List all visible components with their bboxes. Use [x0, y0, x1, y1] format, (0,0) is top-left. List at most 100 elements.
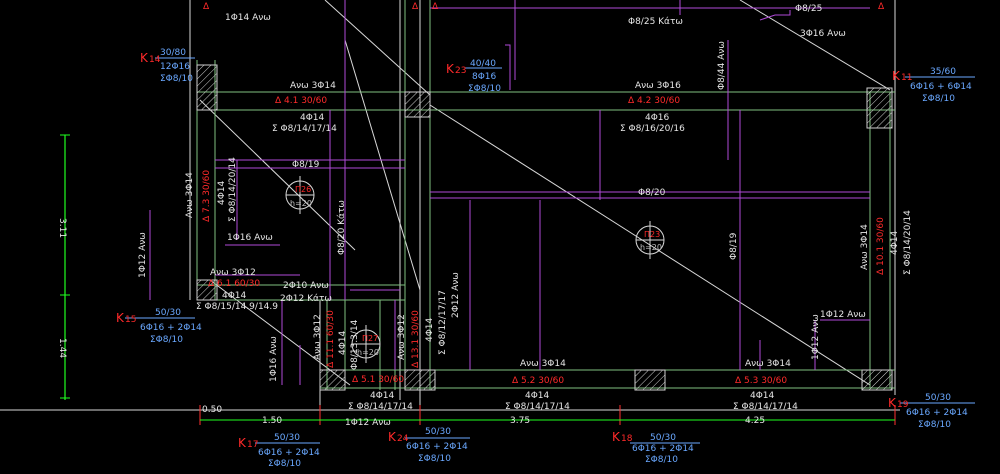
rebar-note: Φ8/44 Ανω: [717, 41, 727, 90]
rebar-note: Φ8/25 Κάτω: [628, 17, 683, 27]
column-number: 18: [621, 434, 633, 444]
beam-stirrups: Σ Φ8/12/17/17: [438, 290, 448, 355]
beam-top-bars: Ανω 3Φ14: [290, 81, 336, 91]
slab-id: Π26: [295, 185, 311, 194]
dimension-ticks: [199, 405, 896, 425]
beam-stirrups: Σ Φ8/14/17/14: [272, 124, 337, 134]
beam-stirrups: Σ Φ8/16/20/16: [620, 124, 685, 134]
column-bars: 12Φ16: [160, 62, 190, 72]
slab-thickness: h=20: [357, 348, 379, 357]
beam-bottom-bars: 4Φ14: [217, 180, 227, 205]
beam-top-bars: Ανω 3Φ14: [185, 172, 195, 218]
beam-id: Δ 6.1 60/30: [208, 279, 260, 289]
beam-label-7-3: Ανω 3Φ14 Δ 7.3 30/60 4Φ14 Σ Φ8/14/20/14: [185, 157, 238, 222]
column-number: 15: [125, 315, 136, 325]
top-mark: Δ: [878, 2, 885, 12]
top-mark: Δ: [412, 2, 419, 12]
column-label-k17: K 17 50/30 6Φ16 + 2Φ14 ΣΦ8/10: [238, 433, 320, 469]
beam-top-bars: Ανω 3Φ14: [745, 359, 791, 369]
rebar-note: 1Φ14 Ανω: [225, 13, 271, 23]
slab-label-p23: Π23 h=20: [640, 230, 662, 252]
rebar-note: Φ8/20 Κάτω: [337, 200, 347, 255]
beam-label-13-1: Ανω 3Φ12 Δ 13.1 30/60 4Φ14 Σ Φ8/12/17/17: [397, 290, 448, 368]
column-stirrups: ΣΦ8/10: [150, 335, 183, 345]
column-stirrups: ΣΦ8/10: [418, 454, 451, 464]
column-label-k24: K 24 50/30 6Φ16 + 2Φ14 ΣΦ8/10: [388, 427, 468, 464]
beam-stirrups: Σ Φ8/14/17/14: [505, 402, 570, 412]
slab-id: Π27: [362, 334, 378, 343]
beam-top-bars: Ανω 3Φ12: [210, 268, 256, 278]
column-number: 24: [397, 434, 409, 444]
column-number: 17: [247, 440, 258, 450]
beam-id: Δ 4.1 30/60: [275, 96, 327, 106]
rebar-note: 2Φ10 Ανω: [283, 281, 329, 291]
beam-label-5-3: Ανω 3Φ14 Δ 5.3 30/60 4Φ14 Σ Φ8/14/17/14: [733, 359, 798, 412]
column-number: 11: [901, 73, 912, 83]
rebar-note: Φ8/19: [729, 232, 739, 260]
column-bars: 6Φ16 + 2Φ14: [258, 448, 320, 458]
rebar-lines: [149, 0, 870, 385]
column-hatches: [196, 64, 893, 391]
column-label-k14: K 14 30/80 12Φ16 ΣΦ8/10: [140, 48, 193, 84]
column-stirrups: ΣΦ8/10: [268, 459, 301, 469]
rebar-note: 3Φ16 Ανω: [800, 29, 846, 39]
column-bars: 6Φ16 + 2Φ14: [906, 408, 968, 418]
column-number: 14: [149, 55, 161, 65]
column-size: 50/30: [650, 433, 676, 443]
beam-bottom-bars: 4Φ14: [338, 330, 348, 355]
slab-thickness: h=20: [640, 243, 662, 252]
beam-label-4-2: Ανω 3Φ16 Δ 4.2 30/60 4Φ16 Σ Φ8/16/20/16: [620, 81, 685, 134]
beam-label-4-1: Ανω 3Φ14 Δ 4.1 30/60 4Φ14 Σ Φ8/14/17/14: [272, 81, 337, 134]
column-label-k15: K 15 50/30 6Φ16 + 2Φ14 ΣΦ8/10: [116, 308, 202, 345]
beam-label-11-1: Ανω 3Φ12 Δ 11.1 60/30 4Φ14: [313, 310, 348, 368]
beam-stirrups: Σ Φ8/14/20/14: [228, 157, 238, 222]
beam-bottom-bars: 4Φ14: [525, 391, 550, 401]
column-label-k23: K 23 40/40 8Φ16 ΣΦ8/10: [446, 59, 501, 94]
column-size: 50/30: [155, 308, 181, 318]
column-tag: K: [892, 69, 901, 83]
column-tag: K: [140, 51, 149, 65]
column-label-k11: K 11 35/60 6Φ16 + 6Φ14 ΣΦ8/10: [892, 67, 972, 104]
column-size: 50/30: [425, 427, 451, 437]
beam-id: Δ 10.1 30/60: [876, 217, 886, 275]
dimension-value: 0.50: [202, 405, 222, 415]
slab-label-p27: Π27 h=20: [357, 334, 379, 357]
rebar-note: 1Φ12 Ανω: [345, 418, 391, 428]
beam-bottom-bars: 4Φ14: [300, 113, 325, 123]
column-bars: 6Φ16 + 2Φ14: [406, 442, 468, 452]
beam-top-bars: Ανω 3Φ12: [397, 314, 407, 360]
column-stirrups: ΣΦ8/10: [918, 420, 951, 430]
beam-top-bars: Ανω 3Φ12: [313, 314, 323, 360]
beam-id: Δ 7.3 30/60: [202, 170, 212, 222]
rebar-note: 2Φ12 Κάτω: [280, 294, 332, 304]
dimension-value: 1.50: [262, 416, 282, 426]
dimension-value: 3.11: [57, 218, 67, 238]
rebar-note: Φ8/20: [638, 188, 666, 198]
slab-thickness: h=20: [290, 199, 312, 208]
column-bars: 6Φ16 + 6Φ14: [910, 82, 972, 92]
column-label-k19: K 19 50/30 6Φ16 + 2Φ14 ΣΦ8/10: [888, 393, 968, 430]
beam-bottom-bars: 4Φ14: [425, 317, 435, 342]
column-tag: K: [612, 430, 621, 444]
beam-label-5-2: Ανω 3Φ14 Δ 5.2 30/60 4Φ14 Σ Φ8/14/17/14: [505, 359, 570, 412]
beam-top-bars: Ανω 3Φ16: [635, 81, 681, 91]
beam-stirrups: Σ Φ8/14/17/14: [733, 402, 798, 412]
column-stirrups: ΣΦ8/10: [468, 84, 501, 94]
rebar-note: 1Φ12 Ανω: [820, 310, 866, 320]
column-tag: K: [238, 436, 247, 450]
beam-bottom-bars: 4Φ14: [750, 391, 775, 401]
column-tag: K: [116, 311, 125, 325]
column-number: 23: [455, 66, 466, 76]
column-tag: K: [888, 396, 897, 410]
beam-label-6-1: Ανω 3Φ12 Δ 6.1 60/30 4Φ14 Σ Φ8/15/14.9/1…: [196, 268, 278, 312]
column-stirrups: ΣΦ8/10: [160, 74, 193, 84]
beam-id: Δ 13.1 30/60: [411, 310, 421, 368]
beam-top-bars: Ανω 3Φ14: [520, 359, 566, 369]
column-size: 40/40: [470, 59, 496, 69]
grid-lines: [0, 0, 900, 411]
leader-lines: [125, 57, 975, 444]
top-mark: Δ: [432, 2, 439, 12]
column-size: 30/80: [160, 48, 186, 58]
beam-label-10-1: Ανω 3Φ14 Δ 10.1 30/60 4Φ14 Σ Φ8/14/20/14: [860, 210, 913, 275]
rebar-note: 1Φ12 Ανω: [811, 314, 821, 360]
